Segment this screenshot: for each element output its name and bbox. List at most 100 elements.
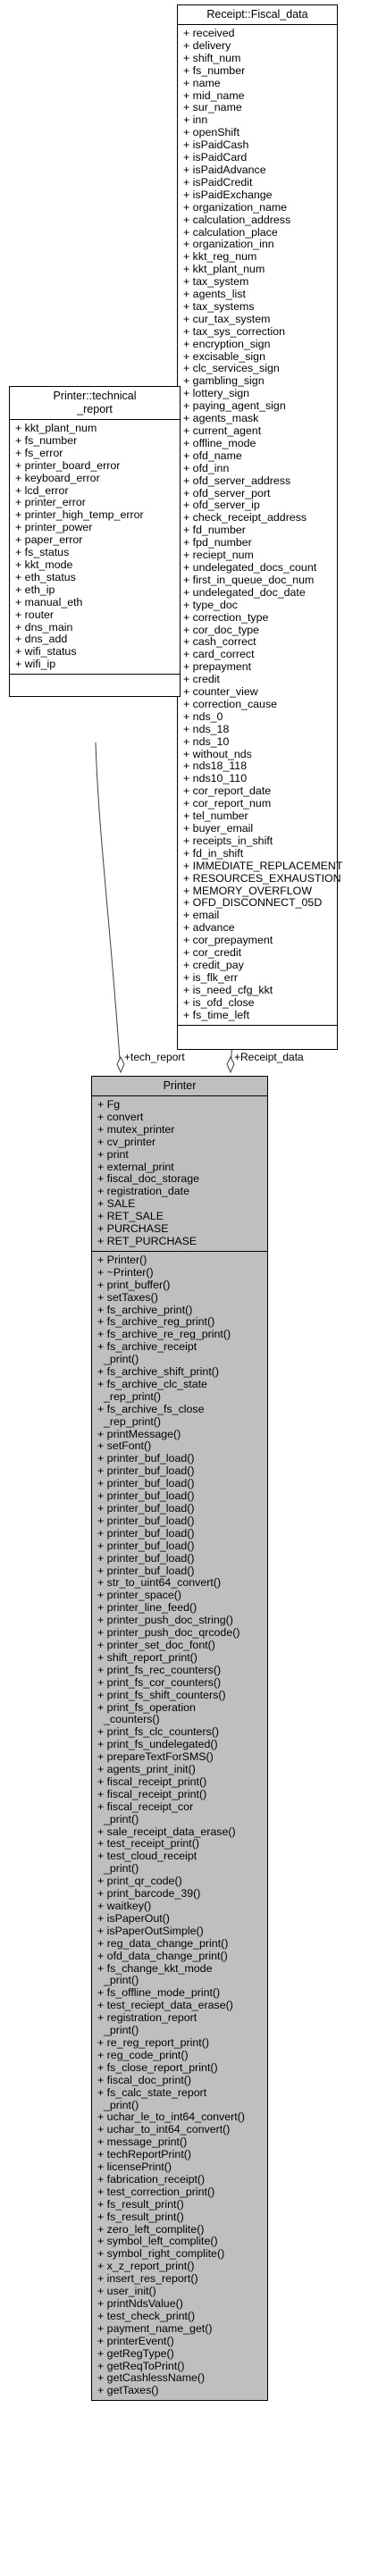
attribute-item: + kkt_mode <box>15 558 73 571</box>
method-item: + fiscal_doc_print() <box>97 2073 192 2086</box>
attribute-item: + nds_10 <box>183 734 230 748</box>
method-item: + symbol_left_complite() <box>97 2235 218 2248</box>
attribute-item: + keyboard_error <box>15 471 100 484</box>
attributes-section: + kkt_plant_num+ fs_number+ fs_error+ pr… <box>10 420 180 675</box>
attribute-item: + clc_services_sign <box>183 362 280 375</box>
method-item: + sale_receipt_data_erase() <box>97 1825 236 1838</box>
attribute-item: + fpd_number <box>183 536 252 550</box>
attribute-item: + is_need_cfg_kkt <box>183 983 273 996</box>
attribute-item: + excisable_sign <box>183 349 265 363</box>
attribute-item: + RET_SALE <box>97 1210 164 1223</box>
method-item: + test_cloud_receipt <box>97 1850 197 1863</box>
method-item: _counters() <box>104 1713 160 1726</box>
attribute-item: + organization_name <box>183 200 288 214</box>
attribute-item: + kkt_plant_num <box>183 263 265 276</box>
method-item: + setTaxes() <box>97 1290 158 1304</box>
method-item: _rep_print() <box>104 1389 162 1403</box>
method-item: + print_fs_shift_counters() <box>97 1688 226 1701</box>
attribute-item: + is_ofd_close <box>183 995 255 1009</box>
method-item: + printer_buf_load() <box>97 1464 195 1478</box>
method-item: + printNdsValue() <box>97 2297 183 2310</box>
method-item: + waitkey() <box>97 1900 152 1912</box>
attribute-item: + correction_type <box>183 610 269 624</box>
attribute-item: + cash_correct <box>183 635 256 649</box>
method-item: _print() <box>104 1974 139 1987</box>
attribute-item: + cor_report_date <box>183 785 272 798</box>
method-item: + print_barcode_39() <box>97 1887 201 1901</box>
attribute-item: + fs_number <box>15 433 78 447</box>
attribute-item: + printer_error <box>15 496 86 509</box>
attribute-item: + RET_PURCHASE <box>97 1234 197 1247</box>
attribute-item: + card_correct <box>183 648 255 661</box>
attribute-item: + inn <box>183 113 208 127</box>
method-item: + fabrication_receipt() <box>97 2172 206 2186</box>
method-item: + test_reciept_data_erase() <box>97 1999 233 2012</box>
attribute-item: + credit <box>183 673 220 686</box>
method-item: + fs_change_kkt_mode <box>97 1961 213 1975</box>
attribute-item: + external_print <box>97 1160 174 1173</box>
attribute-item: + buyer_email <box>183 822 254 835</box>
attribute-item: + ofd_inn <box>183 461 230 474</box>
method-item: + zero_left_complite() <box>97 2222 205 2236</box>
attribute-item: + wifi_status <box>15 645 77 659</box>
attribute-item: + counter_view <box>183 685 258 699</box>
attribute-item: + calculation_place <box>183 225 278 239</box>
attribute-item: + ofd_server_address <box>183 474 291 487</box>
attribute-item: + printer_high_temp_error <box>15 508 144 522</box>
attribute-item: + organization_inn <box>183 238 274 251</box>
attribute-item: + receipts_in_shift <box>183 834 273 847</box>
attribute-item: + cor_report_num <box>183 797 272 810</box>
attribute-item: + isPaidCredit <box>183 175 253 189</box>
method-item: + test_correction_print() <box>97 2185 215 2198</box>
attribute-item: + fiscal_doc_storage <box>97 1172 199 1186</box>
attribute-item: + fs_number <box>183 63 246 77</box>
class-box-technical-report: Printer::technical _report + kkt_plant_n… <box>9 386 181 698</box>
attribute-item: + advance <box>183 921 235 935</box>
method-item: + setFont() <box>97 1439 152 1453</box>
method-item: + fiscal_receipt_cor <box>97 1800 194 1813</box>
method-item: + user_init() <box>97 2285 156 2298</box>
method-item: + fs_archive_reg_print() <box>97 1315 215 1329</box>
attribute-item: + eth_ip <box>15 583 55 596</box>
attribute-item: + printer_power <box>15 521 93 534</box>
class-title-line: Printer::technical <box>53 390 137 402</box>
method-item: + registration_report <box>97 2011 197 2025</box>
method-item: + print_fs_operation <box>97 1700 196 1714</box>
method-item: _print() <box>104 2024 139 2037</box>
attribute-item: + received <box>183 27 235 39</box>
attribute-item: + is_flk_err <box>183 970 238 984</box>
attribute-item: + calculation_address <box>183 213 291 226</box>
attribute-item: + isPaidExchange <box>183 188 273 201</box>
attribute-item: + offline_mode <box>183 436 256 449</box>
method-item: + printer_buf_load() <box>97 1502 195 1515</box>
class-title: Receipt::Fiscal_data <box>178 5 337 25</box>
method-item: + reg_data_change_print() <box>97 1936 229 1950</box>
attribute-item: + fs_time_left <box>183 1008 250 1021</box>
attribute-item: + SALE <box>97 1197 136 1211</box>
method-item: + insert_res_report() <box>97 2272 198 2286</box>
method-item: _print() <box>104 1862 139 1875</box>
attribute-item: + nds_0 <box>183 709 223 723</box>
attribute-item: + MEMORY_OVERFLOW <box>183 884 313 897</box>
attribute-item: + type_doc <box>183 598 238 611</box>
method-item: + str_to_uint64_convert() <box>97 1576 222 1590</box>
class-title-line: _report <box>77 403 113 415</box>
attribute-item: + Fg <box>97 1098 121 1111</box>
method-item: _rep_print() <box>104 1414 162 1428</box>
method-item: + ofd_data_change_print() <box>97 1949 228 1962</box>
attribute-item: + kkt_plant_num <box>15 422 97 434</box>
attribute-item: + reciept_num <box>183 549 254 562</box>
attribute-item: + isPaidAdvance <box>183 163 266 176</box>
attribute-item: + fd_number <box>183 524 246 537</box>
method-item: + getRegType() <box>97 2346 174 2360</box>
attribute-item: + kkt_reg_num <box>183 250 257 264</box>
method-item: + isPaperOutSimple() <box>97 1924 204 1937</box>
attribute-item: + nds18_118 <box>183 759 248 773</box>
methods-section <box>178 1026 337 1049</box>
attribute-item: + ofd_server_ip <box>183 499 260 512</box>
attribute-item: + cor_prepayment <box>183 934 273 947</box>
method-item: + printer_buf_load() <box>97 1452 195 1465</box>
method-item: + fiscal_receipt_print() <box>97 1775 207 1788</box>
method-item: + payment_name_get() <box>97 2321 213 2335</box>
attribute-item: + first_in_queue_doc_num <box>183 573 315 586</box>
